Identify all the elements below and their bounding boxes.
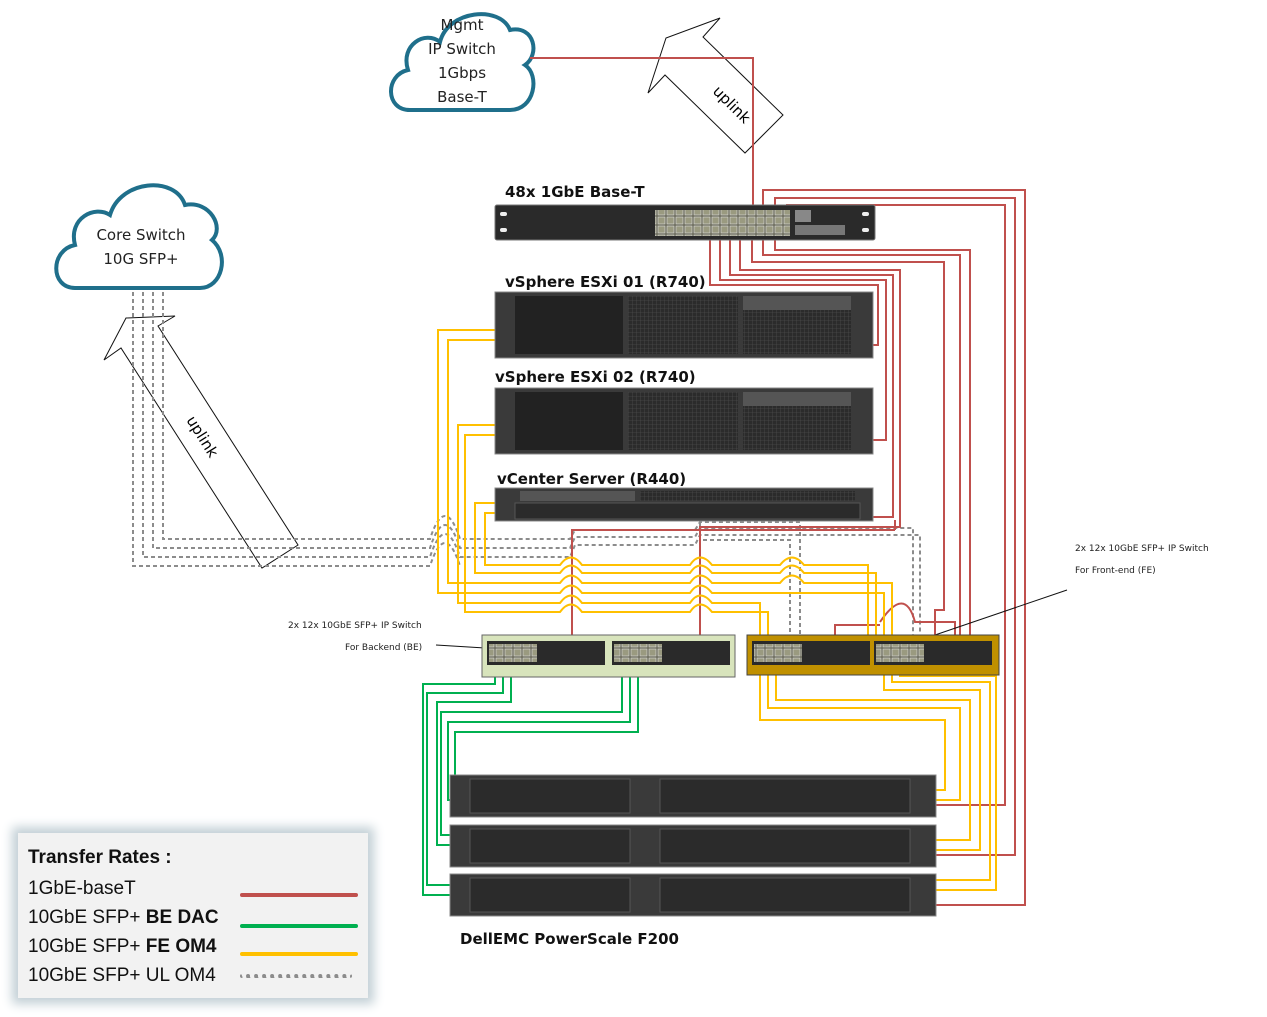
esxi-01-server: vSphere ESXi 01 (R740) (494, 273, 874, 359)
esxi-02-server: vSphere ESXi 02 (R740) (494, 368, 874, 455)
legend-item-ul-om4: 10GbE SFP+ UL OM4 (28, 965, 216, 986)
device-label: vSphere ESXi 01 (R740) (505, 273, 706, 291)
cloud-line: Core Switch (96, 226, 185, 244)
legend-swatch-green (240, 924, 358, 928)
cloud-line: Mgmt (441, 16, 484, 34)
mgmt-uplink-arrow: uplink (647, 17, 784, 154)
cloud-line: 10G SFP+ (103, 250, 178, 268)
fe-switch: 2x 12x 10GbE SFP+ IP Switch For Front-en… (746, 544, 1209, 676)
transfer-rates-legend: Transfer Rates : 1GbE-baseT 10GbE SFP+ B… (18, 833, 368, 998)
legend-title: Transfer Rates : (28, 847, 172, 868)
cloud-line: 1Gbps (438, 64, 486, 82)
cloud-line: IP Switch (428, 40, 496, 58)
mgmt-ip-switch-cloud: Mgmt IP Switch 1Gbps Base-T (389, 12, 536, 112)
legend-swatch-gray-dashed (240, 974, 352, 978)
device-label: 48x 1GbE Base-T (505, 183, 645, 201)
cloud-icon (389, 12, 536, 112)
be-switch: 2x 12x 10GbE SFP+ IP Switch For Backend … (288, 621, 736, 678)
powerscale-node-3 (449, 873, 937, 917)
fe-switch-label-line1: 2x 12x 10GbE SFP+ IP Switch (1075, 544, 1209, 554)
vcenter-server: vCenter Server (R440) (494, 470, 874, 522)
be-switch-label-line1: 2x 12x 10GbE SFP+ IP Switch (288, 621, 422, 631)
legend-item-be-dac: 10GbE SFP+ BE DAC (28, 907, 219, 928)
fe-switch-label-line2: For Front-end (FE) (1075, 566, 1156, 576)
legend-swatch-red (240, 893, 358, 897)
legend-item-1gbe: 1GbE-baseT (28, 878, 136, 899)
core-switch-cloud: Core Switch 10G SFP+ (54, 183, 224, 290)
powerscale-f200-cluster: DellEMC PowerScale F200 (449, 774, 937, 948)
one-gbe-cables (530, 57, 1026, 906)
fe-om4-cables (437, 329, 997, 891)
uplink-label: uplink (709, 82, 754, 127)
device-label: vCenter Server (R440) (497, 470, 686, 488)
powerscale-node-2 (449, 824, 937, 868)
device-label: vSphere ESXi 02 (R740) (495, 368, 696, 386)
cloud-icon (54, 183, 224, 290)
legend-swatch-yellow (240, 952, 358, 956)
be-switch-label-line2: For Backend (BE) (345, 643, 422, 653)
cloud-line: Base-T (437, 88, 488, 106)
legend-item-fe-om4: 10GbE SFP+ FE OM4 (28, 936, 217, 957)
powerscale-node-1 (449, 774, 937, 818)
mgmt-1gbe-switch: 48x 1GbE Base-T (494, 183, 876, 241)
device-label: DellEMC PowerScale F200 (460, 930, 679, 948)
